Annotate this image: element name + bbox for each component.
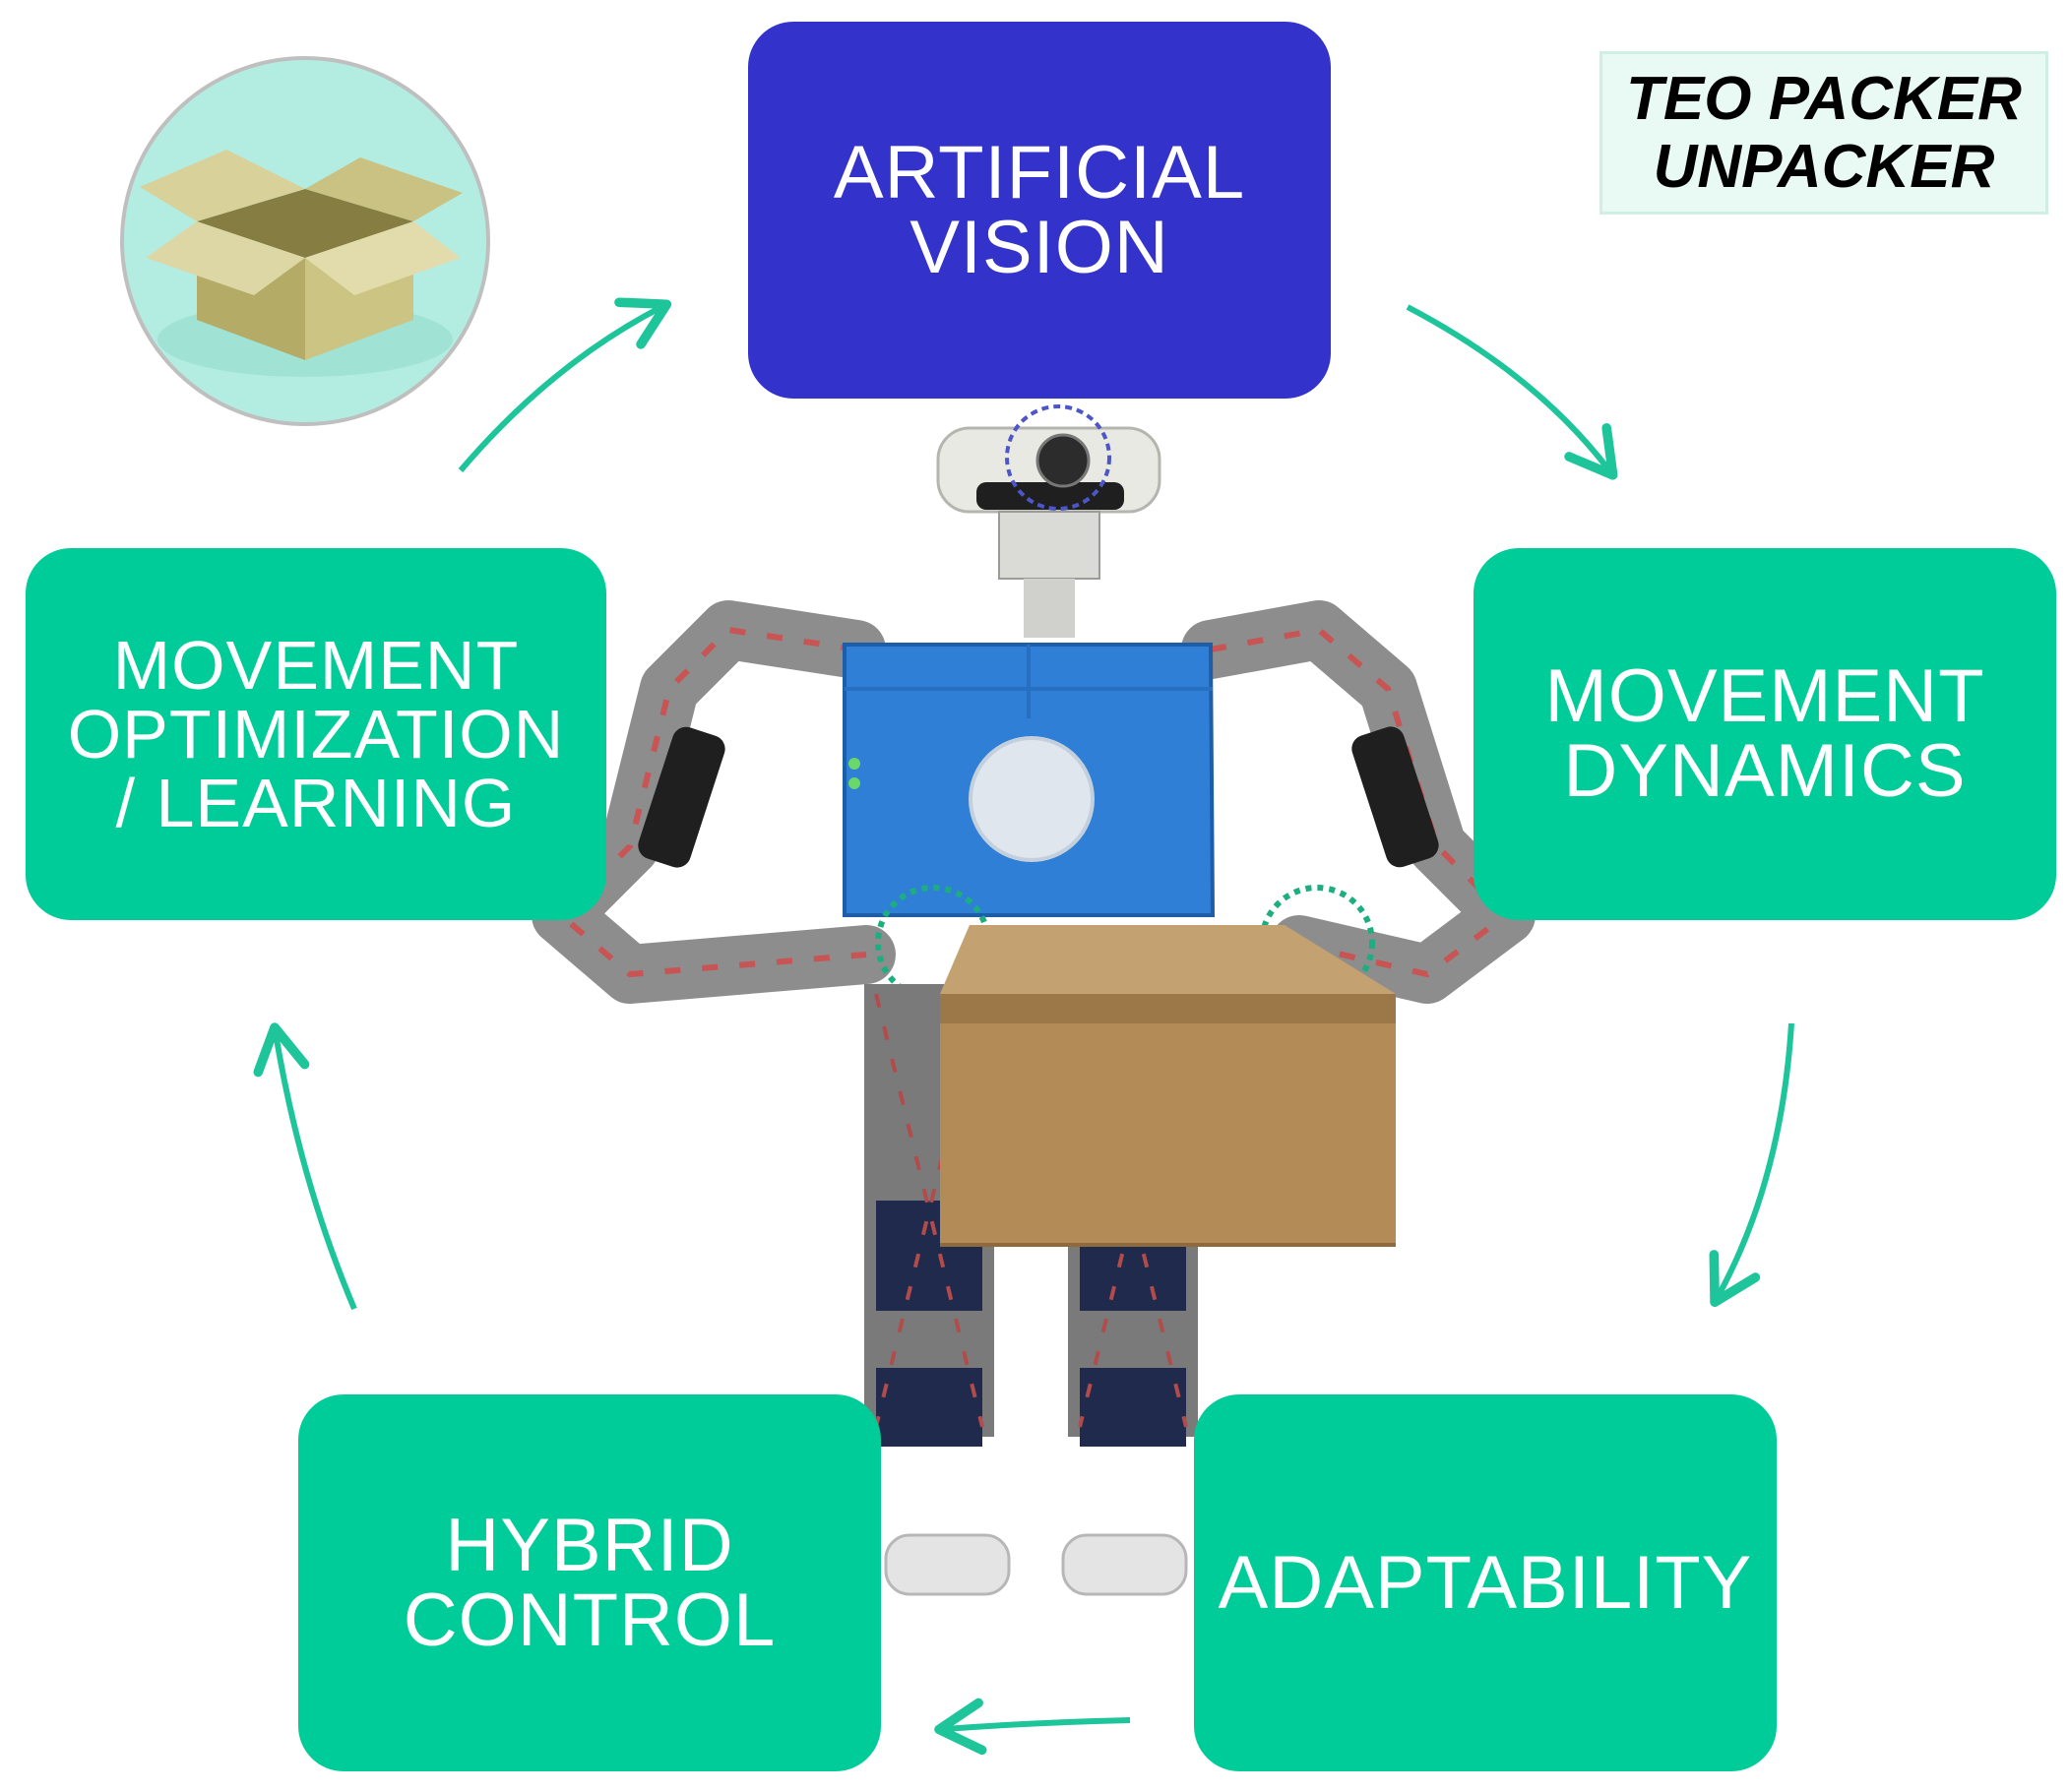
arrow-optimization-to-vision	[458, 297, 672, 472]
node-movement-dynamics-line-1: MOVEMENT	[1544, 654, 1985, 738]
node-hybrid-control-line-1: HYBRID	[445, 1503, 734, 1587]
arrow-vision-to-dynamics	[1406, 304, 1618, 480]
node-hybrid-control-line-2: CONTROL	[403, 1577, 777, 1662]
arrow-hybrid-to-optimization	[253, 1022, 357, 1311]
node-movement-optimization-line-2: OPTIMIZATION	[67, 696, 565, 772]
diagram-title: TEO PACKER UNPACKER	[1599, 51, 2048, 215]
node-adaptability-line-1: ADAPTABILITY	[1218, 1540, 1753, 1625]
node-adaptability: ADAPTABILITY	[1194, 1394, 1777, 1771]
title-line-2: UNPACKER	[1653, 133, 1995, 201]
node-artificial-vision-line-1: ARTIFICIAL	[833, 130, 1246, 215]
node-hybrid-control: HYBRID CONTROL	[298, 1394, 881, 1771]
arrow-adaptability-to-hybrid	[934, 1698, 1131, 1756]
node-movement-dynamics: MOVEMENT DYNAMICS	[1473, 548, 2056, 920]
node-artificial-vision-line-2: VISION	[909, 205, 1169, 289]
arrow-dynamics-to-adaptability	[1709, 1022, 1794, 1308]
node-movement-dynamics-line-2: DYNAMICS	[1563, 729, 1967, 813]
node-movement-optimization-line-1: MOVEMENT	[112, 627, 520, 704]
title-line-1: TEO PACKER	[1626, 64, 2022, 133]
node-movement-optimization-line-3: / LEARNING	[115, 765, 517, 841]
node-movement-optimization: MOVEMENT OPTIMIZATION / LEARNING	[26, 548, 606, 920]
node-artificial-vision: ARTIFICIAL VISION	[748, 22, 1331, 399]
